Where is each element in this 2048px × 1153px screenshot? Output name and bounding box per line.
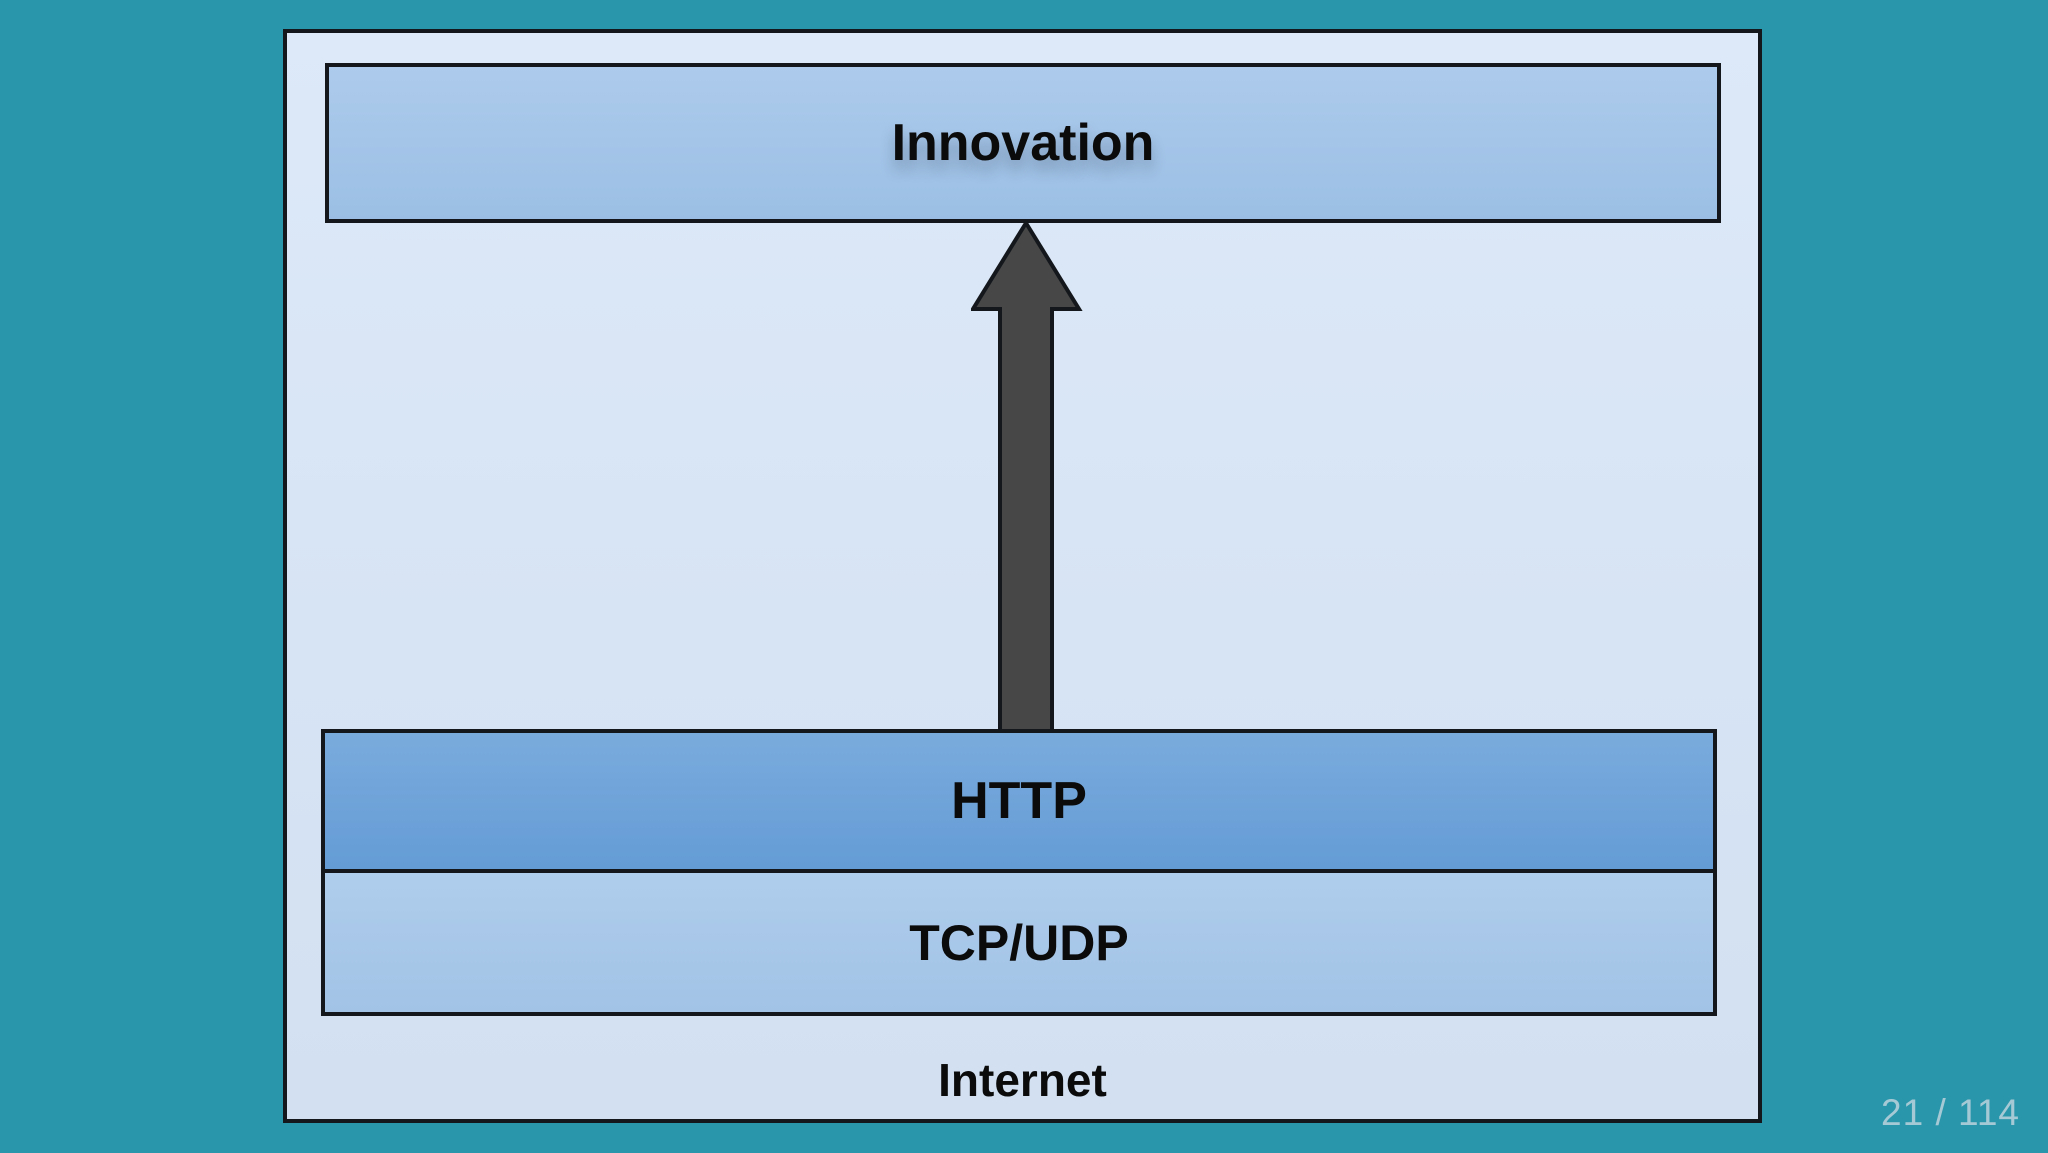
innovation-label: Innovation [891,114,1155,172]
page-number: 21 / 114 [1881,1092,2020,1133]
internet-caption: Internet [283,1048,1762,1112]
http-box: HTTP [325,733,1713,873]
tcp-udp-label: TCP/UDP [909,914,1129,971]
internet-label: Internet [938,1054,1107,1106]
tcp-udp-box: TCP/UDP [325,873,1713,1012]
http-label: HTTP [951,772,1087,830]
protocol-stack: HTTP TCP/UDP [321,729,1717,1016]
innovation-box: Innovation [325,63,1721,223]
up-arrow-icon [971,219,1083,733]
